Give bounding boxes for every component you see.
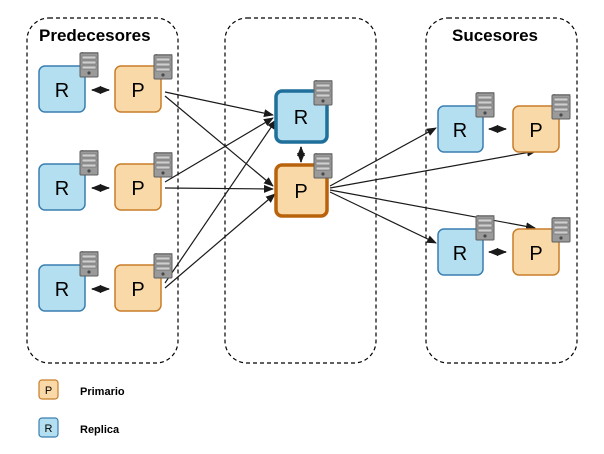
- server-icon: [153, 253, 173, 279]
- legend-swatch-primary-letter: P: [45, 385, 52, 397]
- replica-node: [437, 105, 484, 153]
- server-icon: [79, 251, 99, 277]
- arrow-central-to-succ1-replica: [329, 127, 437, 187]
- predecessor-pair-1: R P: [38, 52, 173, 113]
- primary-node-label: P: [529, 120, 542, 142]
- arrow-pred2-to-central-replica: [164, 117, 274, 183]
- server-icon: [153, 152, 173, 178]
- replica-node-label: R: [55, 279, 69, 301]
- primary-node: [512, 228, 560, 276]
- server-icon: [551, 217, 571, 243]
- arrow-central-to-succ1-primary: [329, 148, 537, 189]
- arrow-pred2-to-central-primary: [164, 184, 274, 193]
- central-replica-label: R: [294, 107, 308, 129]
- server-icon: [475, 92, 495, 118]
- legend-swatch-replica: [38, 417, 59, 438]
- primary-node: [114, 264, 162, 312]
- arrow-pred1-to-central-replica: [164, 91, 274, 118]
- primary-node-label: P: [529, 243, 542, 265]
- arrows-central-to-successors: [329, 127, 537, 244]
- primary-node-label: P: [131, 178, 144, 200]
- replica-node: [38, 264, 86, 312]
- arrow-central-to-succ2-primary: [329, 189, 536, 231]
- server-icon: [313, 80, 333, 106]
- primary-node: [512, 105, 560, 153]
- replica-node-label: R: [453, 243, 467, 265]
- arrow-pred1-to-central-primary: [164, 95, 274, 187]
- legend-label-primary: Primario: [80, 386, 125, 398]
- arrow-central-to-succ2-replica: [329, 191, 437, 244]
- replica-node-label: R: [55, 80, 69, 102]
- replica-node-label: R: [453, 120, 467, 142]
- arrow-pred3-to-central-replica: [164, 119, 277, 284]
- arrow-pred3-to-central-primary: [164, 193, 276, 289]
- group-title-sucesores: Sucesores: [452, 26, 538, 45]
- predecessor-pair-3: R P: [38, 251, 173, 312]
- predecessor-pair-2: R P: [38, 150, 173, 211]
- group-title-predecesores: Predecesores: [39, 26, 151, 45]
- server-icon: [79, 52, 99, 78]
- replica-node-label: R: [55, 178, 69, 200]
- server-icon: [153, 54, 173, 80]
- server-icon: [313, 153, 333, 179]
- successor-pair-1: R P: [437, 92, 571, 153]
- primary-node: [114, 65, 162, 113]
- central-primary-label: P: [294, 181, 307, 203]
- legend: P Primario R Replica: [38, 379, 125, 438]
- primary-node: [114, 163, 162, 211]
- legend-label-replica: Replica: [80, 424, 120, 436]
- server-icon: [475, 215, 495, 241]
- primary-node-label: P: [131, 80, 144, 102]
- legend-item-primary: P Primario: [38, 379, 125, 400]
- replica-node: [38, 163, 86, 211]
- successor-pair-2: R P: [437, 215, 571, 276]
- legend-swatch-replica-letter: R: [45, 423, 53, 435]
- legend-item-replica: R Replica: [38, 417, 120, 438]
- server-icon: [79, 150, 99, 176]
- legend-swatch-primary: [38, 379, 59, 400]
- arrows-predecessors-to-central: [164, 91, 277, 289]
- primary-node-label: P: [131, 279, 144, 301]
- replica-node: [38, 65, 86, 113]
- central-pair: R P: [274, 80, 333, 218]
- server-icon: [551, 94, 571, 120]
- group-sucesores: [425, 17, 578, 364]
- replica-node: [437, 228, 484, 276]
